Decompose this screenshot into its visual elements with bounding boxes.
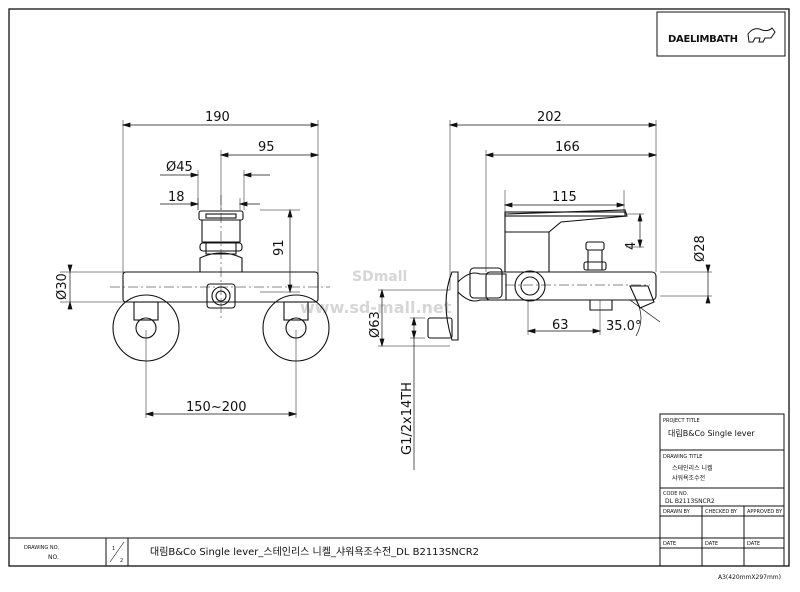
- dim-115: 115: [552, 190, 577, 205]
- drawing-title-label: DRAWING TITLE: [663, 454, 702, 460]
- bottom-bar: [9, 537, 660, 566]
- brand-logo: DAELIMBATH: [656, 11, 786, 57]
- title-block: [659, 413, 785, 567]
- dim-dia-45: Ø45: [166, 160, 193, 175]
- approved-by-label: APPROVED BY: [747, 509, 783, 515]
- dim-4: 4: [624, 242, 639, 250]
- dim-half-width: 95: [258, 140, 275, 155]
- drawing-no-value: NO.: [48, 554, 59, 561]
- dim-dia-63: Ø63: [368, 311, 383, 338]
- dim-18: 18: [168, 190, 185, 205]
- date-label-1: DATE: [663, 541, 676, 547]
- front-view: [60, 120, 330, 418]
- dim-166: 166: [555, 140, 580, 155]
- code-no-label: CODE NO.: [663, 491, 688, 497]
- sheet-total: 2: [120, 558, 123, 564]
- watermark-line2: www.sd-mall.net: [300, 298, 452, 317]
- dim-202: 202: [537, 110, 562, 125]
- drawing-name: 대림B&Co Single lever_스테인리스 니켈_샤워욕조수전_DL B…: [150, 545, 479, 558]
- drawn-by-label: DRAWN BY: [663, 509, 691, 515]
- side-view: [378, 120, 712, 470]
- drawing-title-line2: 샤워욕조수전: [672, 474, 705, 482]
- dim-dia-28: Ø28: [693, 235, 708, 262]
- dim-63: 63: [552, 318, 569, 333]
- code-no: DL B2113SNCR2: [665, 498, 715, 505]
- dim-angle: 35.0°: [606, 319, 641, 334]
- paper-size: A3(420mmX297mm): [718, 574, 781, 581]
- dim-overall-width: 190: [205, 110, 230, 125]
- date-label-3: DATE: [747, 541, 760, 547]
- checked-by-label: CHECKED BY: [705, 509, 738, 515]
- project-title-label: PROJECT TITLE: [663, 418, 700, 424]
- sheet-num: 1: [112, 546, 115, 552]
- dim-dia-30: Ø30: [55, 273, 70, 300]
- dim-thread: G1/2x14TH: [400, 382, 415, 455]
- sheet-border: [8, 8, 790, 567]
- date-label-2: DATE: [705, 541, 718, 547]
- dim-91: 91: [272, 239, 287, 256]
- project-title: 대림B&Co Single lever: [668, 428, 755, 438]
- watermark-line1: SDmall: [352, 269, 407, 285]
- drawing-no-label: DRAWING NO.: [24, 545, 59, 551]
- dim-spacing: 150~200: [186, 400, 247, 415]
- brand-logo-text: DAELIMBATH: [668, 34, 738, 45]
- drawing-title-line1: 스테인리스 니켈: [672, 464, 713, 472]
